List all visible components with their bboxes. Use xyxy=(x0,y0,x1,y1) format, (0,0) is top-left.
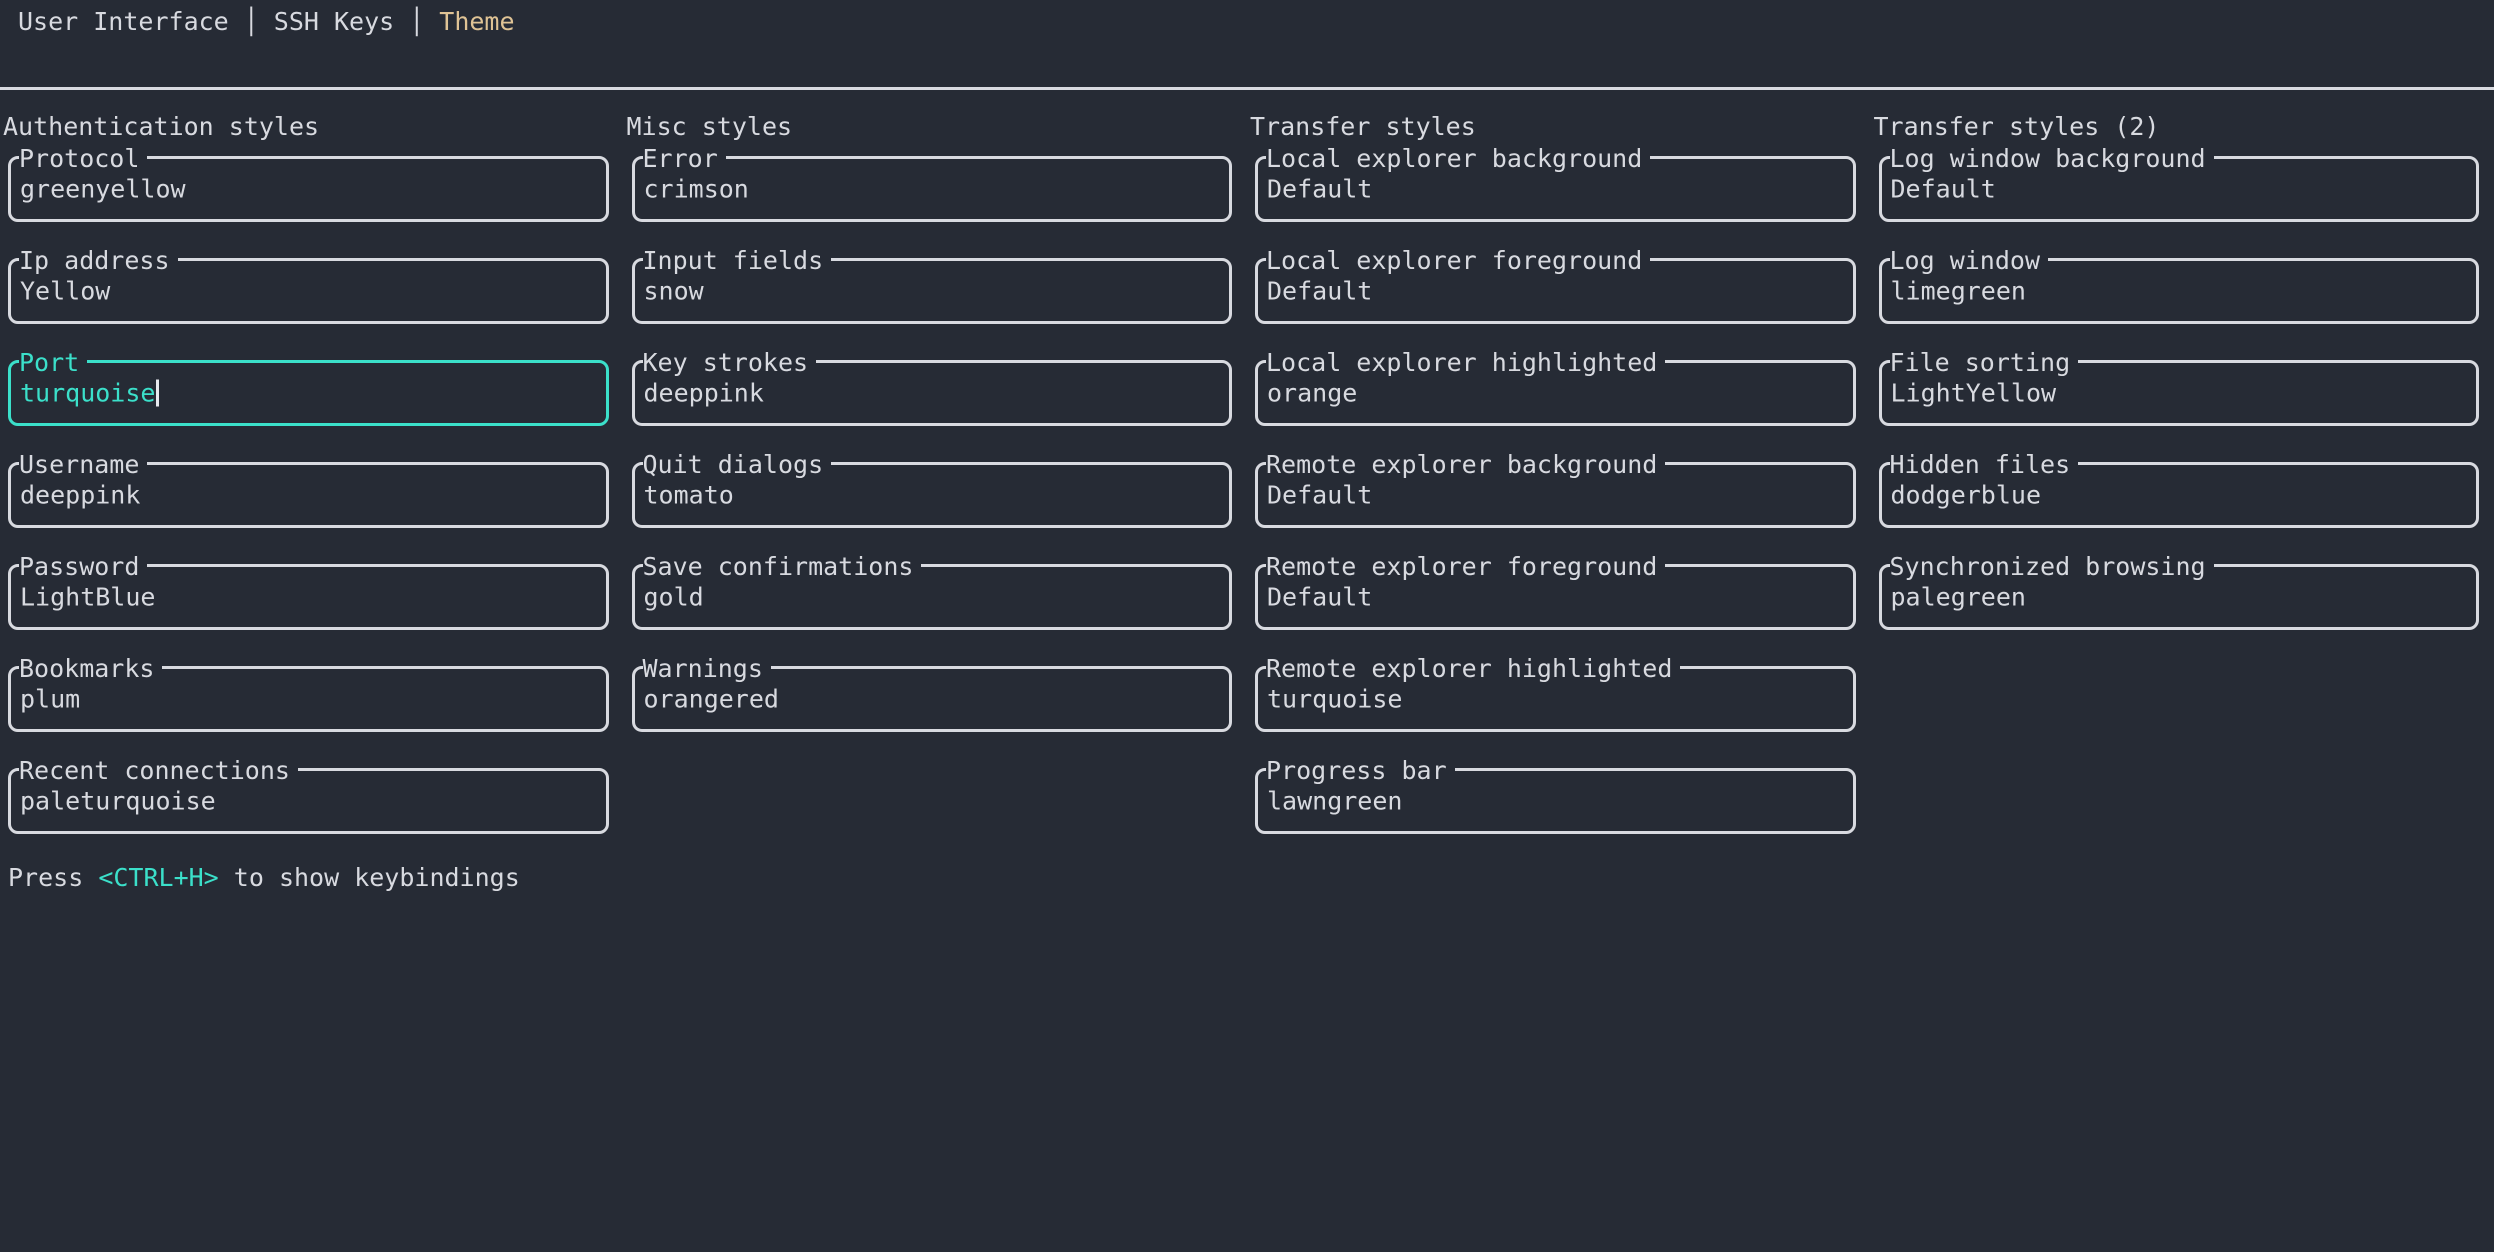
column-transfer-styles-2: Transfer styles (2)Log window background… xyxy=(1871,110,2494,630)
tab-separator: │ xyxy=(243,6,259,36)
field-value: LightYellow xyxy=(1890,378,2057,408)
keybindings-hint: Press <CTRL+H> to show keybindings xyxy=(0,861,2494,895)
field-value: turquoise xyxy=(1267,684,1403,714)
field-label: Synchronized browsing xyxy=(1889,551,2214,582)
column-title: Transfer styles (2) xyxy=(1873,112,2160,141)
tab-ssh-keys[interactable]: SSH Keys xyxy=(273,6,395,36)
field-value: deeppink xyxy=(643,378,764,408)
field-value: lawngreen xyxy=(1267,786,1403,816)
field-value: orange xyxy=(1267,378,1358,408)
field-label: Remote explorer background xyxy=(1266,449,1666,480)
field-label: Progress bar xyxy=(1266,755,1455,786)
field-value: Yellow xyxy=(20,276,111,306)
hint-prefix: Press xyxy=(8,863,99,892)
tab-separator: │ xyxy=(409,6,425,36)
field-value: dodgerblue xyxy=(1890,480,2042,510)
field-label: Key strokes xyxy=(642,347,817,378)
field-label: Log window background xyxy=(1889,143,2214,174)
tab-theme[interactable]: Theme xyxy=(439,6,515,36)
field-value: paleturquoise xyxy=(20,786,216,816)
field-value: Default xyxy=(1890,174,1996,204)
field-value: palegreen xyxy=(1890,582,2026,612)
field-label: Recent connections xyxy=(19,755,298,786)
field-label: Error xyxy=(642,143,726,174)
field-label: Port xyxy=(19,347,88,378)
field-value: snow xyxy=(643,276,704,306)
field-value: Default xyxy=(1267,582,1373,612)
field-value: tomato xyxy=(643,480,734,510)
field-label: Log window xyxy=(1889,245,2049,276)
field-label: Local explorer background xyxy=(1266,143,1651,174)
field-value: Default xyxy=(1267,174,1373,204)
field-value: LightBlue xyxy=(20,582,156,612)
tab-bar: User Interface │ SSH Keys │ Theme xyxy=(0,0,2494,42)
column-title: Misc styles xyxy=(626,112,793,141)
field-label: Remote explorer highlighted xyxy=(1266,653,1681,684)
field-label: Remote explorer foreground xyxy=(1266,551,1666,582)
field-label: Ip address xyxy=(19,245,178,276)
hint-suffix: to show keybindings xyxy=(218,863,520,892)
field-value: limegreen xyxy=(1890,276,2026,306)
field-value: greenyellow xyxy=(20,174,186,204)
field-label: Protocol xyxy=(19,143,148,174)
column-title: Authentication styles xyxy=(3,112,320,141)
field-value: Default xyxy=(1267,276,1373,306)
tab-divider xyxy=(0,87,2494,90)
field-label: Warnings xyxy=(642,653,771,684)
field-label: Local explorer highlighted xyxy=(1266,347,1666,378)
field-value: orangered xyxy=(643,684,779,714)
field-label: Hidden files xyxy=(1889,449,2079,480)
field-label: Password xyxy=(19,551,148,582)
tab-user-interface[interactable]: User Interface xyxy=(18,6,229,36)
field-value: crimson xyxy=(643,174,749,204)
column-title: Transfer styles xyxy=(1250,112,1476,141)
hint-key-combo: <CTRL+H> xyxy=(98,863,219,892)
field-label: Quit dialogs xyxy=(642,449,832,480)
text-cursor xyxy=(156,379,160,407)
field-label: File sorting xyxy=(1889,347,2079,378)
field-value: deeppink xyxy=(20,480,141,510)
field-label: Bookmarks xyxy=(19,653,163,684)
field-value: turquoise xyxy=(20,378,156,408)
field-value: plum xyxy=(20,684,81,714)
field-label: Username xyxy=(19,449,148,480)
field-label: Save confirmations xyxy=(642,551,922,582)
field-label: Input fields xyxy=(642,245,832,276)
field-value: gold xyxy=(643,582,704,612)
field-label: Local explorer foreground xyxy=(1266,245,1651,276)
field-value: Default xyxy=(1267,480,1373,510)
